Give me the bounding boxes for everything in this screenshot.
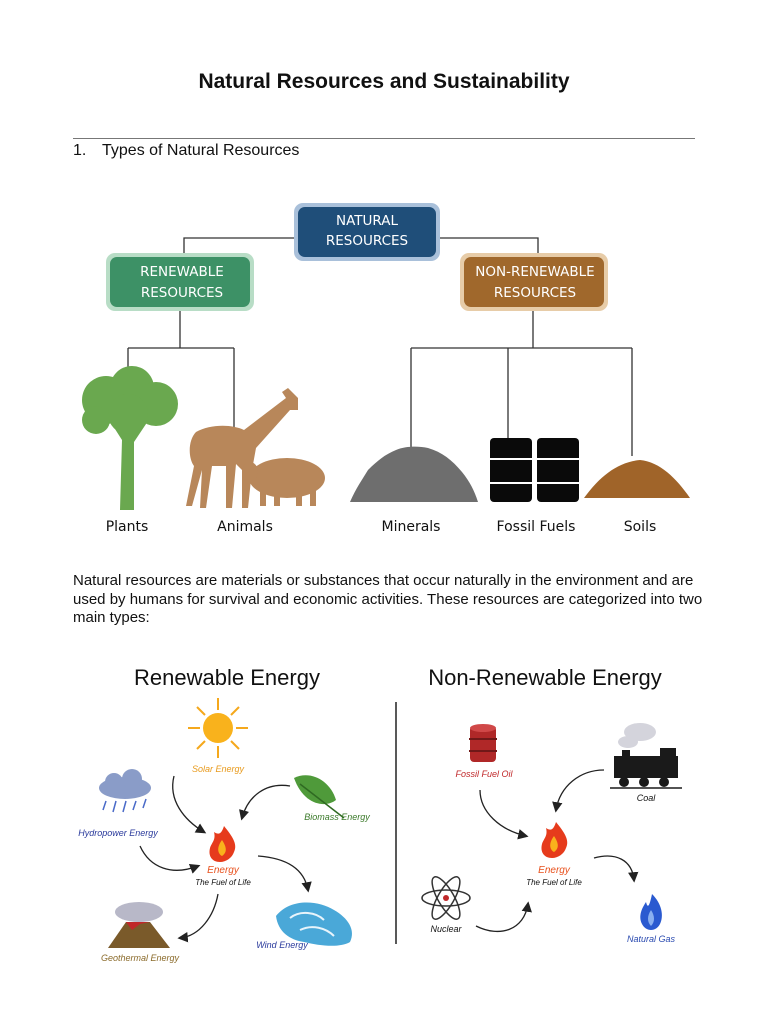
section-heading-text: Types of Natural Resources [102,142,300,159]
natural-resources-line1: NATURAL [336,213,398,229]
natural-resources-line2: RESOURCES [326,233,408,249]
natural-gas-flame-icon [640,894,662,930]
natural-gas-label: Natural Gas [627,934,676,944]
nonrenewable-energy-center-sub: The Fuel of Life [526,878,582,887]
renewable-resources-node: RENEWABLE RESOURCES [106,253,254,311]
wind-waves-icon [276,902,353,946]
renewable-line2: RESOURCES [141,285,223,301]
minerals-pile-icon [350,446,478,502]
soil-mound-icon [584,460,690,498]
geothermal-energy-label: Geothermal Energy [101,953,180,963]
minerals-label: Minerals [382,519,441,535]
renewable-line1: RENEWABLE [140,264,224,280]
nonrenewable-line2: RESOURCES [494,285,576,301]
renewable-energy-center-sub: The Fuel of Life [195,878,251,887]
sheep-icon [242,458,325,506]
rain-cloud-icon [99,769,151,813]
coal-label: Coal [637,793,657,803]
coal-train-icon [610,723,682,789]
nonrenewable-energy-center-label: Energy [538,865,571,876]
fossil-fuels-label: Fossil Fuels [497,519,576,535]
fossil-fuel-oil-label: Fossil Fuel Oil [455,769,513,779]
section-heading: 1. Types of Natural Resources [73,142,299,160]
fossil-fuel-barrels-icon [489,438,580,502]
wind-energy-label: Wind Energy [256,940,308,950]
nonrenewable-energy-title: Non-Renewable Energy [428,665,662,690]
intro-paragraph: Natural resources are materials or subst… [73,572,703,626]
plants-label: Plants [106,519,149,535]
nonrenewable-resources-node: NON-RENEWABLE RESOURCES [460,253,608,311]
hydropower-energy-label: Hydropower Energy [78,828,158,838]
nuclear-atom-icon [421,876,471,920]
renewable-energy-title: Renewable Energy [134,665,320,690]
oil-barrel-icon [469,724,497,762]
section-number: 1. [73,142,87,159]
soils-label: Soils [624,519,657,535]
renewable-arrows [139,775,312,943]
giraffe-icon [186,388,298,508]
animals-label: Animals [217,519,273,535]
tree-icon [82,366,178,510]
geothermal-volcano-icon [108,902,170,948]
biomass-leaf-icon [294,775,345,819]
renewable-energy-center-label: Energy [207,865,240,876]
sun-icon [188,698,248,758]
biomass-energy-label: Biomass Energy [304,812,370,822]
energy-flame-icon-nonrenewable [541,822,568,858]
natural-resources-node: NATURAL RESOURCES [294,203,440,261]
nonrenewable-line1: NON-RENEWABLE [475,264,594,280]
tree-connectors [127,237,633,456]
energy-flame-icon [209,826,236,862]
page-title: Natural Resources and Sustainability [198,70,570,93]
nuclear-label: Nuclear [430,924,462,934]
solar-energy-label: Solar Energy [192,764,245,774]
section-divider [73,138,695,139]
nonrenewable-arrows [475,769,639,933]
